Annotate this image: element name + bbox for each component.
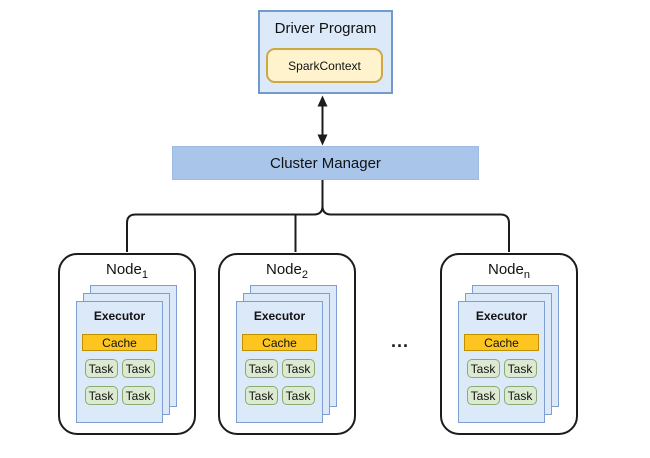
task-box: Task (244, 359, 278, 378)
node-1-name: Node (106, 261, 142, 278)
task-grid: Task Task Task Task (84, 359, 155, 405)
task-box: Task (281, 359, 315, 378)
executor-title: Executor (253, 309, 306, 323)
arrowhead-down-icon (317, 134, 328, 146)
executor-stack: Executor Cache Task Task Task Task (76, 285, 178, 425)
node-1-subscript: 1 (141, 269, 148, 281)
node-2-subscript: 2 (301, 269, 308, 281)
ellipsis: ... (390, 331, 409, 351)
executor-title: Executor (93, 309, 146, 323)
arrowhead-up-icon (317, 95, 328, 107)
executor-box: Executor Cache Task Task Task Task (458, 301, 545, 423)
cluster-to-noden-line (321, 180, 510, 252)
executor-title: Executor (475, 309, 528, 323)
cluster-manager-box: Cluster Manager (172, 146, 479, 180)
cache-box: Cache (242, 334, 317, 351)
node-n-subscript: n (523, 269, 530, 281)
task-grid: Task Task Task Task (466, 359, 537, 405)
driver-program-title: Driver Program (274, 20, 377, 37)
executor-box: Executor Cache Task Task Task Task (76, 301, 163, 423)
node-2-name: Node (266, 261, 302, 278)
node-1-box: Node1 Executor Cache Task Task Task Task (58, 253, 196, 435)
cluster-manager-label: Cluster Manager (270, 154, 381, 172)
executor-stack: Executor Cache Task Task Task Task (458, 285, 560, 425)
executor-stack: Executor Cache Task Task Task Task (236, 285, 338, 425)
node-n-name: Node (488, 261, 524, 278)
driver-program-box: Driver Program SparkContext (258, 10, 393, 94)
node-2-label: Node2 (220, 261, 354, 281)
task-box: Task (503, 359, 537, 378)
task-box: Task (281, 386, 315, 405)
task-grid: Task Task Task Task (244, 359, 315, 405)
cache-box: Cache (464, 334, 539, 351)
task-box: Task (466, 359, 500, 378)
node-2-box: Node2 Executor Cache Task Task Task Task (218, 253, 356, 435)
spark-context-label: SparkContext (288, 58, 361, 73)
task-box: Task (84, 359, 118, 378)
task-box: Task (466, 386, 500, 405)
task-box: Task (121, 386, 155, 405)
spark-context-box: SparkContext (266, 48, 383, 83)
task-box: Task (121, 359, 155, 378)
task-box: Task (503, 386, 537, 405)
task-box: Task (244, 386, 278, 405)
node-1-label: Node1 (60, 261, 194, 281)
cache-box: Cache (82, 334, 157, 351)
executor-box: Executor Cache Task Task Task Task (236, 301, 323, 423)
node-n-label: Noden (442, 261, 576, 281)
cluster-to-node1-line (126, 180, 324, 252)
node-n-box: Noden Executor Cache Task Task Task Task (440, 253, 578, 435)
task-box: Task (84, 386, 118, 405)
